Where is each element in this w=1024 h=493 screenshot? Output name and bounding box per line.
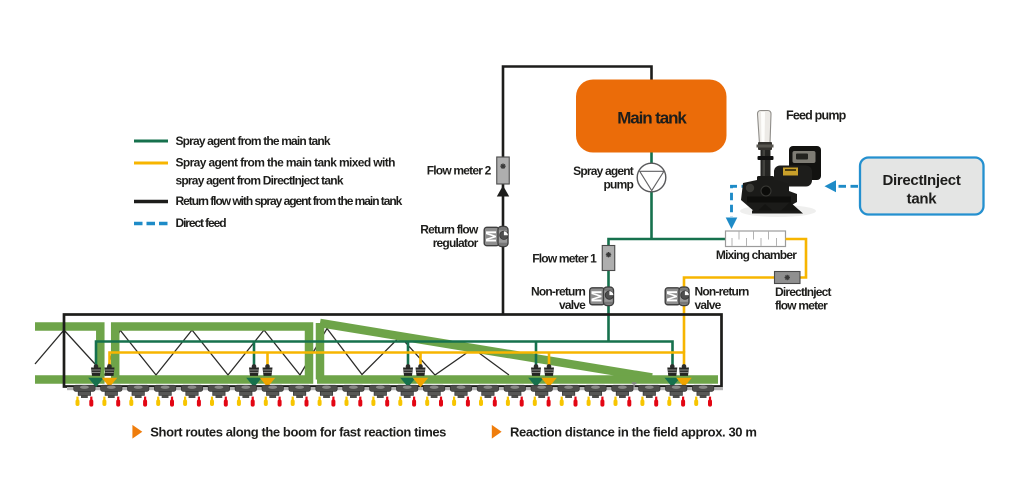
svg-text:Flow meter 2: Flow meter 2 — [427, 164, 492, 178]
svg-text:Non-return: Non-return — [531, 285, 585, 299]
svg-text:DirectInject: DirectInject — [882, 172, 960, 189]
svg-text:pump: pump — [604, 178, 634, 192]
svg-text:M: M — [665, 290, 681, 302]
svg-text:Return flow with spray agent f: Return flow with spray agent from the ma… — [176, 194, 403, 208]
svg-text:Return flow: Return flow — [420, 223, 479, 237]
svg-text:Main tank: Main tank — [617, 109, 687, 128]
svg-text:Spray agent from the main tank: Spray agent from the main tank — [176, 134, 331, 148]
svg-text:Non-return: Non-return — [695, 285, 749, 299]
svg-text:M: M — [484, 230, 500, 242]
svg-text:regulator: regulator — [433, 236, 479, 250]
svg-text:Reaction distance in the field: Reaction distance in the field approx. 3… — [510, 424, 756, 439]
svg-text:valve: valve — [559, 298, 586, 312]
svg-text:valve: valve — [695, 298, 722, 312]
svg-text:flow meter: flow meter — [775, 299, 828, 313]
svg-text:Spray agent: Spray agent — [573, 164, 634, 178]
svg-text:DirectInject: DirectInject — [775, 285, 832, 299]
svg-text:spray agent from DirectInject: spray agent from DirectInject tank — [176, 174, 344, 188]
svg-text:Short routes along the boom fo: Short routes along the boom for fast rea… — [150, 424, 446, 439]
svg-text:Spray agent from the main tank: Spray agent from the main tank mixed wit… — [176, 156, 396, 170]
svg-text:Flow meter 1: Flow meter 1 — [532, 252, 597, 266]
svg-text:Feed pump: Feed pump — [786, 109, 847, 123]
svg-text:tank: tank — [907, 191, 938, 208]
svg-text:M: M — [590, 290, 606, 302]
svg-text:Mixing chamber: Mixing chamber — [716, 248, 797, 262]
svg-text:Direct feed: Direct feed — [176, 216, 227, 230]
